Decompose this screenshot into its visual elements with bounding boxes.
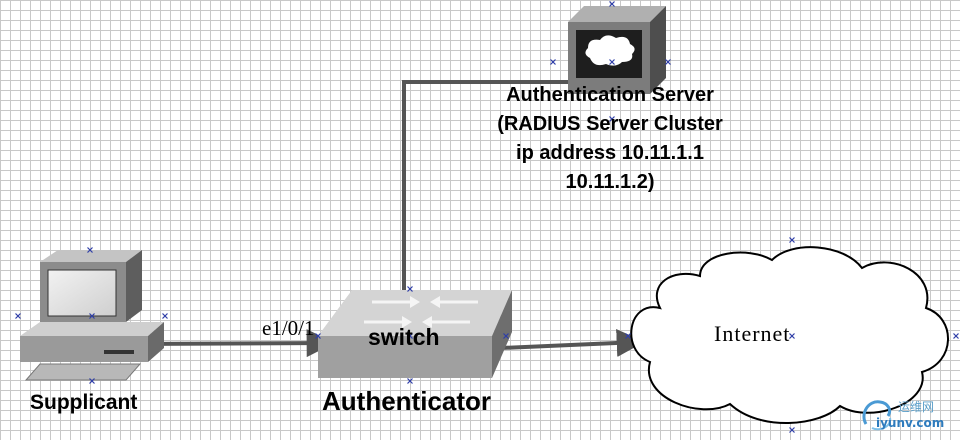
authenticator-label: Authenticator [322,386,491,416]
server-label-line: ip address 10.11.1.1 [516,142,704,164]
switch-icon [318,290,512,378]
internet-label: Internet [714,321,791,346]
watermark-logo-icon [862,400,892,431]
internet-cloud [630,246,949,424]
watermark-url: iyunv.com [876,416,945,430]
link-server-switch [402,80,568,298]
server-label-line: 10.11.1.2) [565,171,655,193]
server-label-line: (RADIUS Server Cluster [497,113,723,135]
selection-markers [15,1,959,433]
server-label: Authentication Server (RADIUS Server Clu… [470,81,750,197]
switch-label: switch [368,324,440,350]
server-label-line: Authentication Server [506,84,714,106]
watermark: 运维网 iyunv.com [858,394,958,436]
watermark-text: 运维网 [898,400,935,414]
server-icon [568,6,666,94]
supplicant-label: Supplicant [30,391,138,414]
supplicant-pc-icon [20,250,164,381]
port-label: e1/0/1 [262,316,315,340]
link-supplicant-switch [131,329,335,358]
